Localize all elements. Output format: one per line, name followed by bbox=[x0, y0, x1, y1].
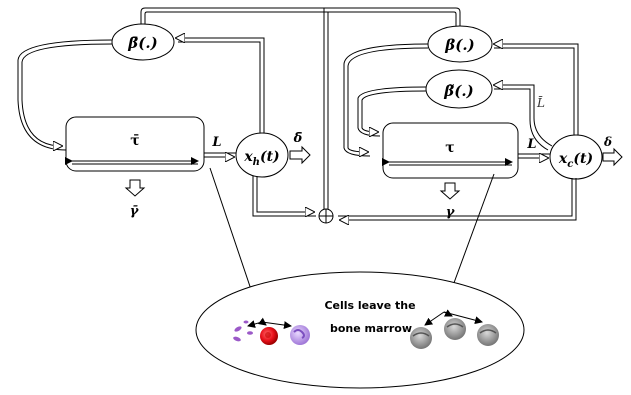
gamma-label: γ bbox=[446, 205, 456, 220]
gray-cell-3 bbox=[477, 324, 499, 346]
marrow-line-2: bone marrow bbox=[330, 322, 412, 335]
platelet-2 bbox=[243, 320, 249, 324]
beta-bar-node bbox=[111, 23, 175, 61]
bone-marrow-ellipse bbox=[195, 271, 525, 389]
gamma-bar-arrow bbox=[124, 179, 146, 197]
right-transition2-label: L̄ bbox=[536, 95, 545, 110]
x-h-node bbox=[235, 132, 289, 178]
top-feedback-bus bbox=[140, 7, 461, 210]
gamma-arrow bbox=[439, 182, 461, 200]
delta-bar-arrow bbox=[289, 145, 311, 165]
x-h-label: xh(t) bbox=[243, 149, 279, 168]
delta-arrow bbox=[602, 147, 623, 167]
delta-bar-label: δ̄ bbox=[293, 131, 303, 146]
x-c-label: xc(t) bbox=[558, 151, 593, 170]
summation-node bbox=[318, 208, 334, 224]
left-subsystem: β̄(.) τ̄ γ̄ L xh(t) δ̄ bbox=[17, 23, 316, 219]
left-transition-label: L bbox=[211, 135, 221, 150]
beta-tilde-node bbox=[425, 69, 493, 109]
leukemic-cells bbox=[410, 309, 499, 349]
gray-cell-1 bbox=[410, 327, 432, 349]
beta-bar-label: β̄(.) bbox=[127, 34, 157, 52]
granulocyte-cell bbox=[290, 325, 310, 345]
beta-label: β(.) bbox=[444, 36, 474, 54]
tau-bar-label: τ̄ bbox=[130, 133, 139, 149]
gamma-bar-label: γ̄ bbox=[130, 204, 140, 219]
platelet-3 bbox=[233, 336, 241, 342]
tau-label: τ bbox=[445, 140, 454, 156]
right-subsystem: β(.) β̃(.) τ γ L xc(t) L̄ δ bbox=[338, 25, 623, 220]
platelet-4 bbox=[247, 331, 253, 335]
right-transition-label: L bbox=[526, 137, 536, 152]
gray-cell-2 bbox=[444, 318, 466, 340]
beta-tilde-label: β̃(.) bbox=[443, 82, 473, 100]
delta-label: δ bbox=[603, 135, 612, 149]
marrow-line-1: Cells leave the bbox=[324, 299, 415, 312]
healthy-cells bbox=[233, 317, 310, 345]
platelet-1 bbox=[234, 326, 242, 332]
